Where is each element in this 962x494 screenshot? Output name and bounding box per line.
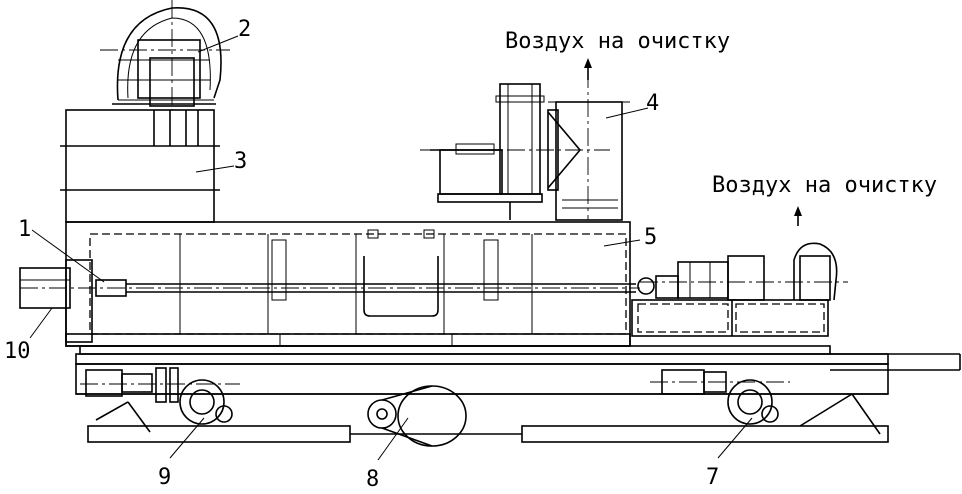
air-arrow-right xyxy=(794,206,802,226)
air-cleaner-unit-4 xyxy=(420,70,630,221)
drive-8 xyxy=(367,385,467,447)
callout-3: 3 xyxy=(234,149,247,174)
leader-lines xyxy=(29,35,753,461)
callout-1: 1 xyxy=(18,217,31,242)
pump-9 xyxy=(80,367,240,425)
callout-4: 4 xyxy=(646,91,659,116)
callout-8: 8 xyxy=(366,467,379,492)
air-outlet-label-top: Воздух на очистку xyxy=(505,29,730,54)
cylinder-unit-3 xyxy=(60,109,220,223)
callout-7: 7 xyxy=(706,465,719,490)
inlet-pipe-10 xyxy=(19,259,93,343)
callout-10: 10 xyxy=(4,339,31,364)
callout-9: 9 xyxy=(158,465,171,490)
air-outlet-label-right: Воздух на очистку xyxy=(712,173,937,198)
callout-2: 2 xyxy=(238,17,251,42)
housing-5 xyxy=(20,221,640,347)
drive-unit xyxy=(631,242,848,337)
pump-7 xyxy=(650,369,790,425)
frame xyxy=(75,345,961,443)
fan-unit-2 xyxy=(100,0,230,110)
air-arrow-top xyxy=(584,58,592,80)
callout-5: 5 xyxy=(644,225,657,250)
